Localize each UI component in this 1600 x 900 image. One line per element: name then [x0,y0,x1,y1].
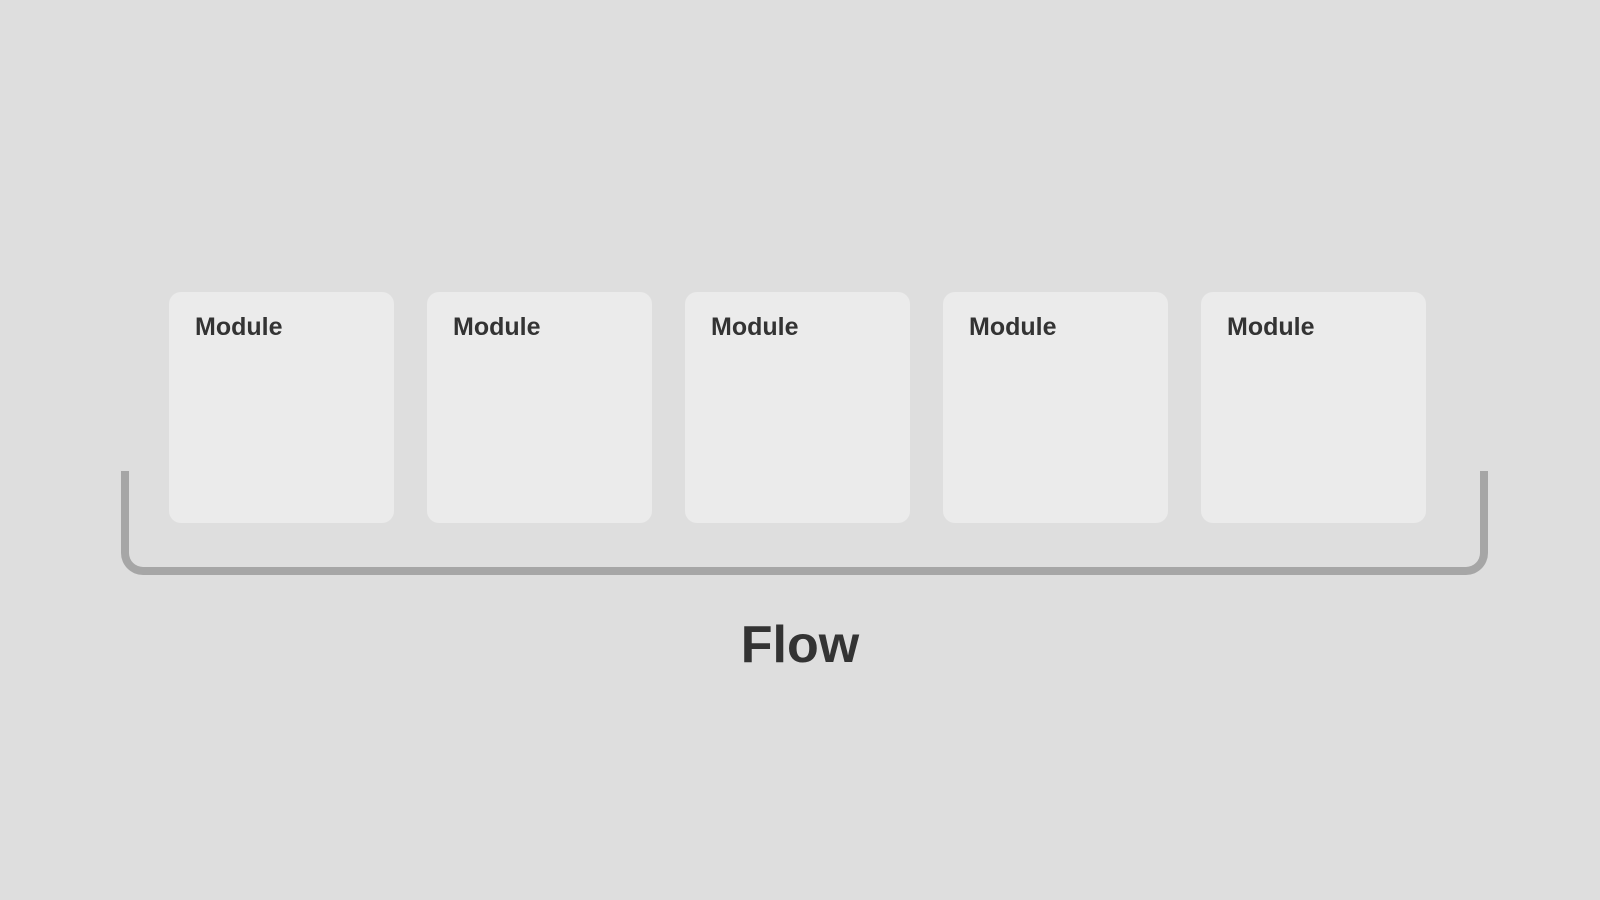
module-label: Module [1227,313,1315,341]
module-label: Module [453,313,541,341]
flow-label: Flow [740,616,860,674]
module-box-2: Module [427,292,652,523]
module-box-3: Module [685,292,910,523]
module-box-4: Module [943,292,1168,523]
module-label: Module [195,313,283,341]
module-box-5: Module [1201,292,1426,523]
module-row: Module Module Module Module Module [169,292,1426,523]
module-label: Module [711,313,799,341]
module-label: Module [969,313,1057,341]
flow-bracket [121,471,1488,575]
module-box-1: Module [169,292,394,523]
